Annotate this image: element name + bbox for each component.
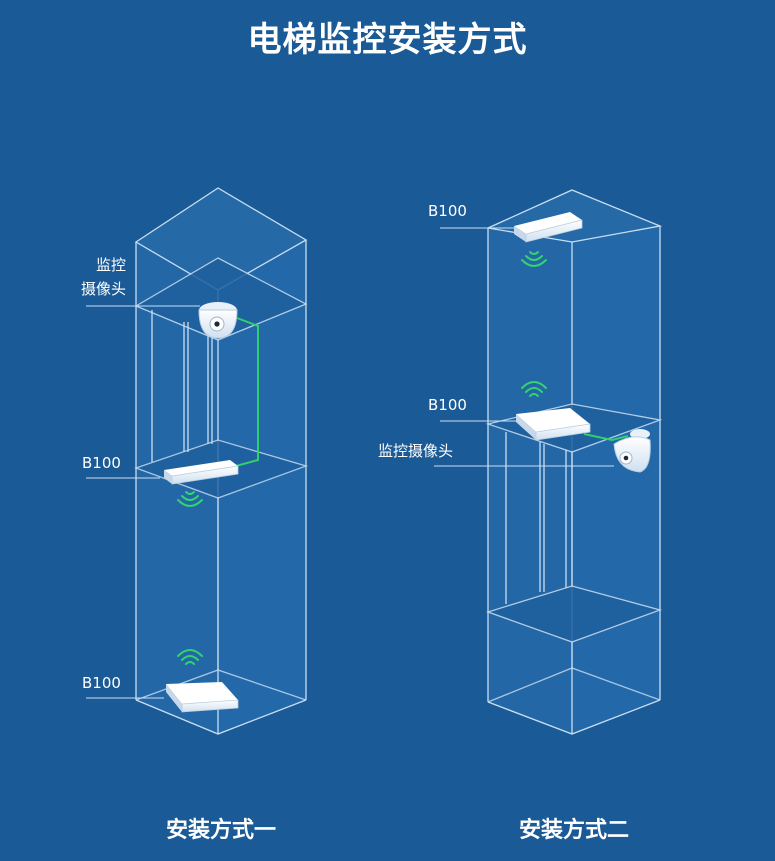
b100-top-label: B100	[428, 202, 467, 220]
cable-line	[583, 433, 629, 442]
wifi-signal-icon	[177, 491, 203, 507]
b100-device-icon	[166, 682, 239, 713]
wifi-signal-icon	[521, 381, 547, 397]
b100-mid-label: B100	[428, 396, 467, 414]
cable-line	[235, 317, 259, 467]
camera-icon	[198, 302, 238, 339]
b100-device-icon	[514, 212, 583, 243]
b100-device-icon	[164, 460, 239, 485]
b100-mid-label: B100	[82, 454, 121, 472]
camera-label-line1: 监控	[95, 256, 126, 274]
elevator-shaft-method-1	[134, 187, 309, 735]
b100-device-icon	[516, 408, 591, 441]
wifi-signal-icon	[521, 251, 547, 267]
method-1-caption: 安装方式一	[165, 818, 276, 843]
camera-label: 监控摄像头	[378, 442, 454, 460]
page-title: 电梯监控安装方式	[247, 20, 528, 60]
camera-icon	[613, 429, 651, 473]
elevator-shaft-method-2	[485, 189, 663, 735]
wifi-signal-icon	[177, 649, 203, 665]
leader-lines-method-1	[86, 305, 200, 699]
method-2-caption: 安装方式二	[518, 818, 629, 843]
camera-label-line2: 摄像头	[80, 280, 126, 298]
b100-bottom-label: B100	[82, 674, 121, 692]
leader-lines-method-2	[434, 227, 614, 467]
